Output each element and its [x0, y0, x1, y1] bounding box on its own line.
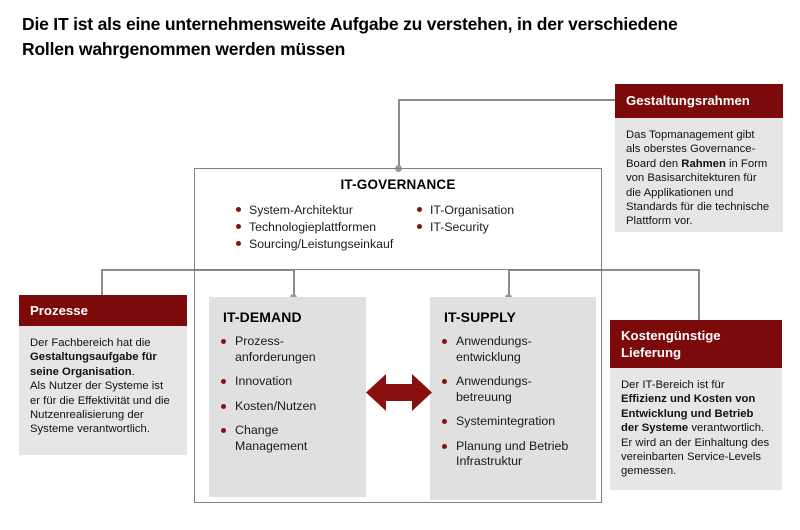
callout-prozesse: Prozesse Der Fachbereich hat die Gestalt…: [19, 295, 187, 455]
list-item: System-Architektur: [236, 202, 417, 219]
it-governance-heading: IT-GOVERNANCE: [340, 177, 456, 192]
it-supply-panel: IT-SUPPLY Anwendungs-entwicklung Anwendu…: [430, 297, 596, 500]
list-item-label: Prozess-anforderungen: [235, 334, 316, 364]
bullet-icon: [221, 379, 226, 384]
callout-kostenguenstige-lieferung: Kostengünstige Lieferung Der IT-Bereich …: [610, 320, 782, 490]
it-governance-column-left: System-Architektur Technologieplattforme…: [236, 202, 417, 253]
bullet-icon: [221, 428, 226, 433]
list-item: Kosten/Nutzen: [221, 399, 354, 415]
page-title: Die IT ist als eine unternehmensweite Au…: [22, 14, 678, 59]
bullet-icon: [442, 339, 447, 344]
it-demand-panel: IT-DEMAND Prozess-anforderungen Innovati…: [209, 297, 366, 497]
connector-governance-vertical: [398, 99, 400, 169]
list-item: IT-Organisation: [417, 202, 598, 219]
list-item-label: Kosten/Nutzen: [235, 398, 317, 413]
callout-gestaltungsrahmen: Gestaltungsrahmen Das Topmanagement gibt…: [615, 84, 783, 232]
list-item: Sourcing/Leistungseinkauf: [236, 236, 417, 253]
list-item: IT-Security: [417, 219, 598, 236]
list-item-label: Sourcing/Leistungseinkauf: [249, 237, 394, 251]
bullet-icon: [442, 443, 447, 449]
it-governance-section: IT-GOVERNANCE System-Architektur Technol…: [198, 172, 598, 266]
list-item-label: Anwendungs-entwicklung: [456, 334, 532, 364]
list-item: Anwendungs-entwicklung: [442, 334, 584, 365]
list-item-label: System-Architektur: [249, 203, 353, 217]
list-item-label: Anwendungs-betreuung: [456, 374, 532, 404]
connector-prozesse-vertical: [101, 269, 103, 296]
frame-divider: [194, 269, 602, 270]
connector-supply-vertical: [508, 269, 510, 298]
bullet-icon: [442, 419, 447, 424]
connector-kostenguenstige-horizontal: [508, 269, 699, 271]
bullet-icon: [236, 241, 241, 246]
list-item-label: Innovation: [235, 374, 293, 388]
it-demand-list: Prozess-anforderungen Innovation Kosten/…: [221, 334, 354, 454]
connector-demand-vertical: [293, 269, 295, 298]
list-item: Anwendungs-betreuung: [442, 374, 584, 405]
callout-prozesse-body: Der Fachbereich hat die Gestaltungsaufga…: [19, 326, 187, 455]
bullet-icon: [442, 379, 447, 384]
bidirectional-arrow-icon: [366, 374, 432, 411]
list-item: Technologieplattformen: [236, 219, 417, 236]
callout-gestaltungsrahmen-title: Gestaltungsrahmen: [615, 84, 783, 118]
bullet-icon: [417, 207, 422, 212]
list-item-label: IT-Organisation: [430, 203, 515, 217]
list-item-label: IT-Security: [430, 220, 489, 234]
connector-governance-horizontal: [398, 99, 616, 101]
bullet-icon: [417, 224, 422, 229]
callout-gestaltungsrahmen-body: Das Topmanagement gibt als oberstes Gove…: [615, 118, 783, 232]
it-governance-column-right: IT-Organisation IT-Security: [417, 202, 598, 253]
connector-kostenguenstige-vertical: [698, 269, 700, 321]
list-item-label: Systemintegration: [456, 414, 556, 428]
it-supply-heading: IT-SUPPLY: [444, 309, 516, 325]
it-supply-list: Anwendungs-entwicklung Anwendungs-betreu…: [442, 334, 584, 470]
bullet-icon: [221, 403, 226, 409]
list-item: Innovation: [221, 374, 354, 390]
callout-kostenguenstige-lieferung-body: Der IT-Bereich ist für Effizienz und Kos…: [610, 368, 782, 490]
list-item: Systemintegration: [442, 414, 584, 430]
it-organisation-frame: [194, 168, 602, 503]
it-demand-heading: IT-DEMAND: [223, 309, 302, 325]
bullet-icon: [221, 339, 226, 344]
list-item: Prozess-anforderungen: [221, 334, 354, 365]
list-item-label: Technologieplattformen: [249, 220, 377, 234]
bullet-icon: [236, 207, 241, 212]
callout-prozesse-title: Prozesse: [19, 295, 187, 326]
callout-kostenguenstige-lieferung-title: Kostengünstige Lieferung: [610, 320, 782, 368]
bullet-icon: [236, 224, 241, 229]
